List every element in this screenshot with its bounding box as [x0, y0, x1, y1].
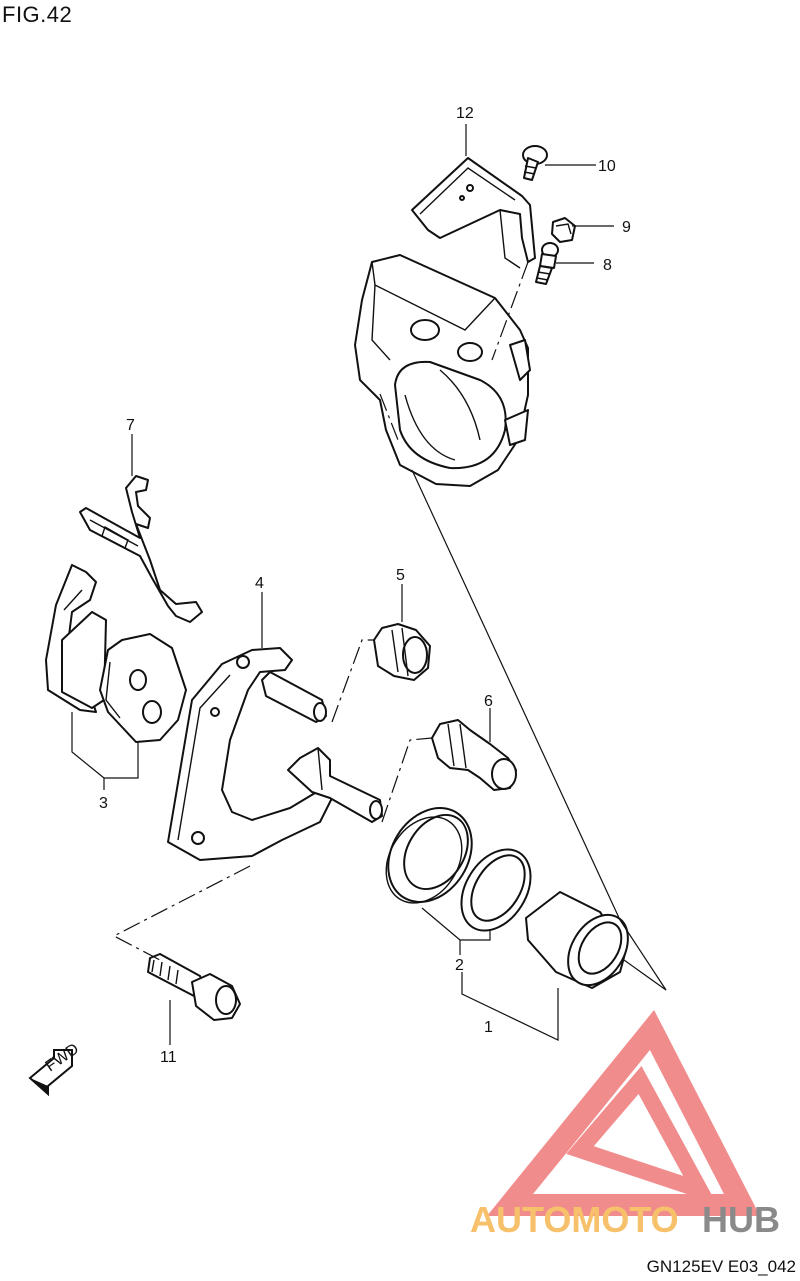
part-6-pin-boot	[431, 719, 517, 791]
drawing-code: GN125EV E03_042	[646, 1257, 796, 1276]
part-10-bolt	[522, 145, 548, 181]
watermark-logo	[486, 1009, 761, 1216]
part-8-bleeder	[535, 242, 559, 285]
part-7-spring	[79, 475, 203, 623]
part-4-caliper-bracket	[167, 647, 383, 861]
part-9-nut	[551, 217, 576, 243]
part-11-bolt	[147, 953, 241, 1021]
watermark-text: AUTOMOTO HUB	[470, 1199, 780, 1240]
callout-4: 4	[255, 575, 264, 592]
callout-10: 10	[598, 158, 616, 175]
callout-5: 5	[396, 567, 405, 584]
watermark-text-a: AUTOMOTO	[470, 1199, 679, 1240]
watermark-text-b: HUB	[702, 1199, 780, 1240]
callout-1: 1	[484, 1019, 493, 1036]
caliper-piston	[525, 891, 629, 989]
part-3-brake-pads	[45, 564, 187, 743]
fwd-arrow-icon: FWD	[28, 1040, 82, 1097]
callout-8: 8	[603, 257, 612, 274]
callout-6: 6	[484, 693, 493, 710]
figure-title: FIG.42	[2, 2, 73, 27]
part-2-seals	[385, 807, 532, 932]
callout-2: 2	[455, 957, 464, 974]
callout-7: 7	[126, 417, 135, 434]
part-12-bracket	[411, 157, 536, 269]
caliper-body	[354, 254, 531, 487]
leader-lines	[71, 124, 667, 1045]
callout-11: 11	[160, 1049, 177, 1066]
callout-9: 9	[622, 219, 631, 236]
callout-numbers: 1 2 3 4 5 6 7 8 9 10 11 12	[99, 105, 631, 1066]
callout-12: 12	[456, 105, 474, 122]
callout-3: 3	[99, 795, 108, 812]
part-5-boot	[373, 623, 431, 681]
